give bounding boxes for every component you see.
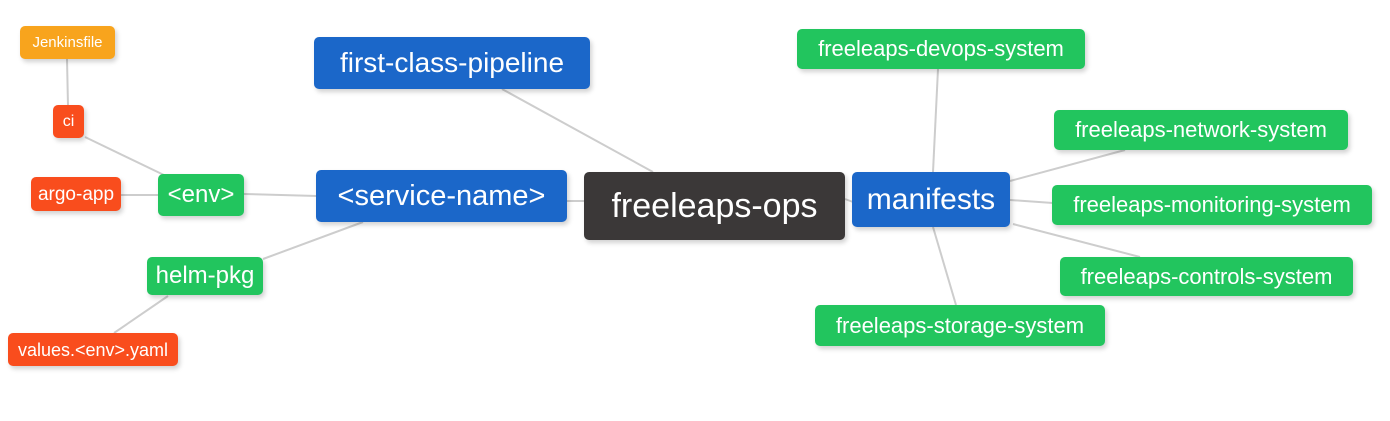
node-helm-pkg[interactable]: helm-pkg: [147, 257, 263, 295]
edge-values-env-yaml-helm-pkg: [113, 295, 169, 334]
node-ci[interactable]: ci: [53, 105, 84, 138]
edge-first-class-pipeline-freeleaps-ops: [501, 88, 654, 173]
node-service-name[interactable]: <service-name>: [316, 170, 567, 222]
node-manifests[interactable]: manifests: [852, 172, 1010, 227]
node-freeleaps-devops-system[interactable]: freeleaps-devops-system: [797, 29, 1085, 69]
edge-manifests-freeleaps-monitoring-system: [1009, 199, 1054, 204]
edge-manifests-freeleaps-storage-system: [932, 226, 957, 306]
edge-env-service-name: [243, 193, 318, 197]
node-freeleaps-controls-system[interactable]: freeleaps-controls-system: [1060, 257, 1353, 296]
node-freeleaps-network-system[interactable]: freeleaps-network-system: [1054, 110, 1348, 150]
node-jenkinsfile[interactable]: Jenkinsfile: [20, 26, 115, 59]
edge-manifests-freeleaps-controls-system: [1012, 223, 1141, 258]
edge-helm-pkg-service-name: [262, 221, 364, 260]
node-values-env-yaml[interactable]: values.<env>.yaml: [8, 333, 178, 366]
node-freeleaps-ops[interactable]: freeleaps-ops: [584, 172, 845, 240]
edge-jenkinsfile-ci: [66, 58, 69, 107]
node-env[interactable]: <env>: [158, 174, 244, 216]
node-freeleaps-monitoring-system[interactable]: freeleaps-monitoring-system: [1052, 185, 1372, 225]
node-first-class-pipeline[interactable]: first-class-pipeline: [314, 37, 590, 89]
edge-manifests-freeleaps-devops-system: [932, 68, 939, 173]
node-freeleaps-storage-system[interactable]: freeleaps-storage-system: [815, 305, 1105, 346]
node-argo-app[interactable]: argo-app: [31, 177, 121, 211]
edge-ci-env: [84, 136, 167, 177]
edge-manifests-freeleaps-network-system: [1009, 149, 1126, 182]
